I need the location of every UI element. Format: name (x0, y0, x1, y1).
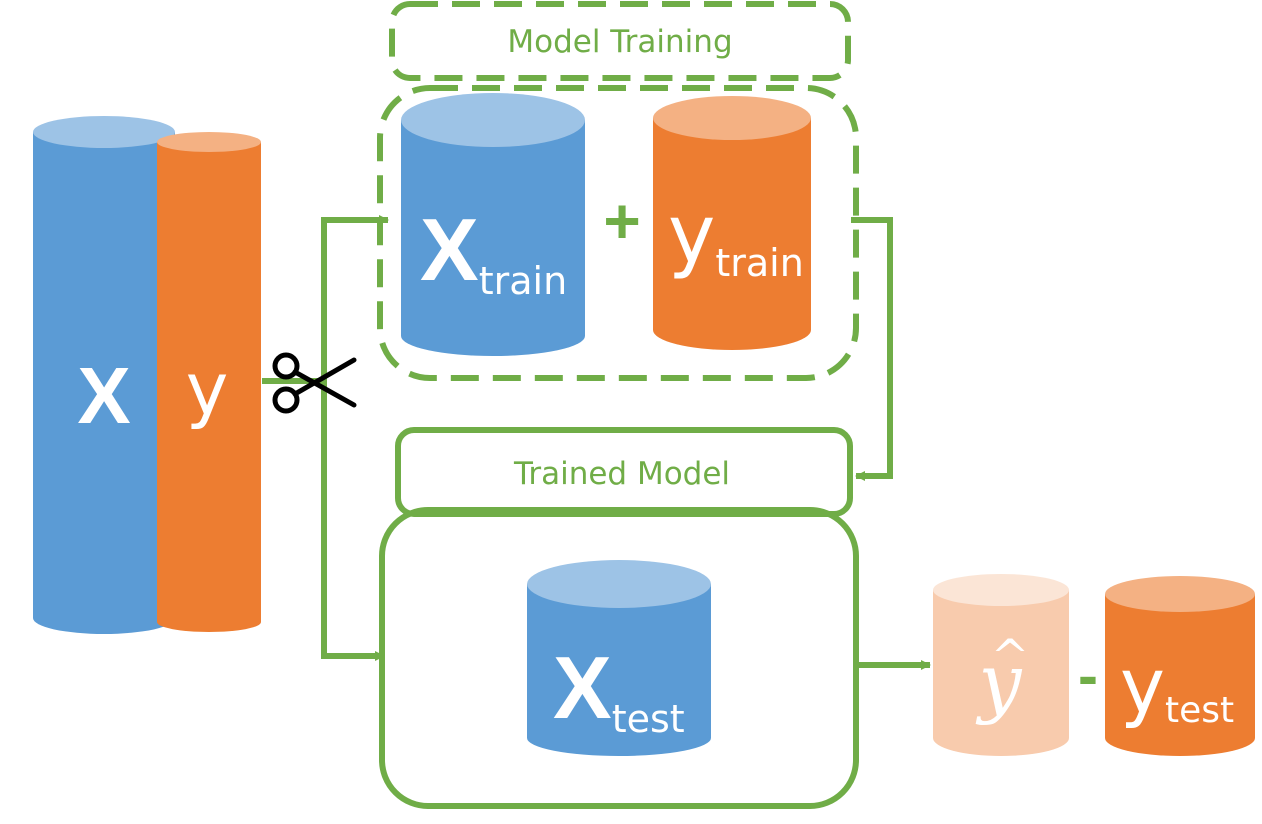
trained-model-group: Trained Model (379, 427, 859, 809)
model-training-header-box (389, 1, 851, 81)
x-test-label: Xtest (553, 638, 685, 741)
trained-model-body-box (379, 507, 859, 809)
scissors-icon (272, 352, 357, 414)
full-x-top (33, 116, 175, 148)
y-test-main: y (1120, 641, 1165, 730)
y-train-top (653, 96, 811, 140)
y-test-body (1105, 594, 1255, 756)
y-test-sub: test (1165, 690, 1234, 731)
x-train-top (401, 93, 585, 147)
y-train-main: y (668, 188, 715, 281)
full-y-top (157, 132, 261, 152)
plus-sign: + (603, 185, 640, 257)
full-x-body (33, 132, 175, 634)
x-test-top (527, 560, 711, 608)
test-branch-arrow (321, 381, 385, 661)
y-test-cylinder: ytest (1105, 576, 1255, 756)
full-y-body (157, 142, 261, 632)
trained-model-header-box (395, 427, 853, 517)
x-train-label: Xtrain (420, 200, 567, 303)
x-train-cylinder: Xtrain (401, 93, 585, 356)
x-train-body (401, 120, 585, 356)
y-hat-body (933, 590, 1069, 756)
full-data-x-cylinder: X (33, 116, 175, 634)
y-train-label: ytrain (668, 188, 804, 285)
model-training-body-box (377, 85, 859, 381)
y-hat-main: y (976, 637, 1023, 726)
y-test-top (1105, 576, 1255, 612)
minus-sign: - (1078, 642, 1098, 709)
y-hat-accent: ^ (991, 629, 1030, 683)
connectors (262, 215, 931, 670)
y-hat-top (933, 574, 1069, 606)
trained-model-title: Trained Model (513, 456, 730, 492)
x-test-cylinder: Xtest (527, 560, 711, 756)
x-test-sub: test (612, 697, 685, 741)
training-to-model-arrow (851, 217, 893, 481)
model-training-title: Model Training (507, 24, 732, 60)
y-train-sub: train (715, 241, 803, 285)
y-test-label: ytest (1120, 641, 1234, 731)
x-test-main: X (553, 638, 612, 737)
y-train-body (653, 118, 811, 350)
full-data-y-cylinder: y (157, 132, 261, 632)
full-x-label: X (77, 351, 130, 440)
x-train-main: X (420, 200, 479, 299)
x-train-sub: train (479, 259, 567, 303)
full-y-label: y (186, 347, 229, 431)
train-branch-arrow (321, 215, 389, 381)
y-train-cylinder: ytrain (653, 96, 811, 350)
y-hat-cylinder: y ^ (933, 574, 1069, 756)
model-training-group: Model Training (377, 1, 859, 381)
x-test-body (527, 584, 711, 756)
